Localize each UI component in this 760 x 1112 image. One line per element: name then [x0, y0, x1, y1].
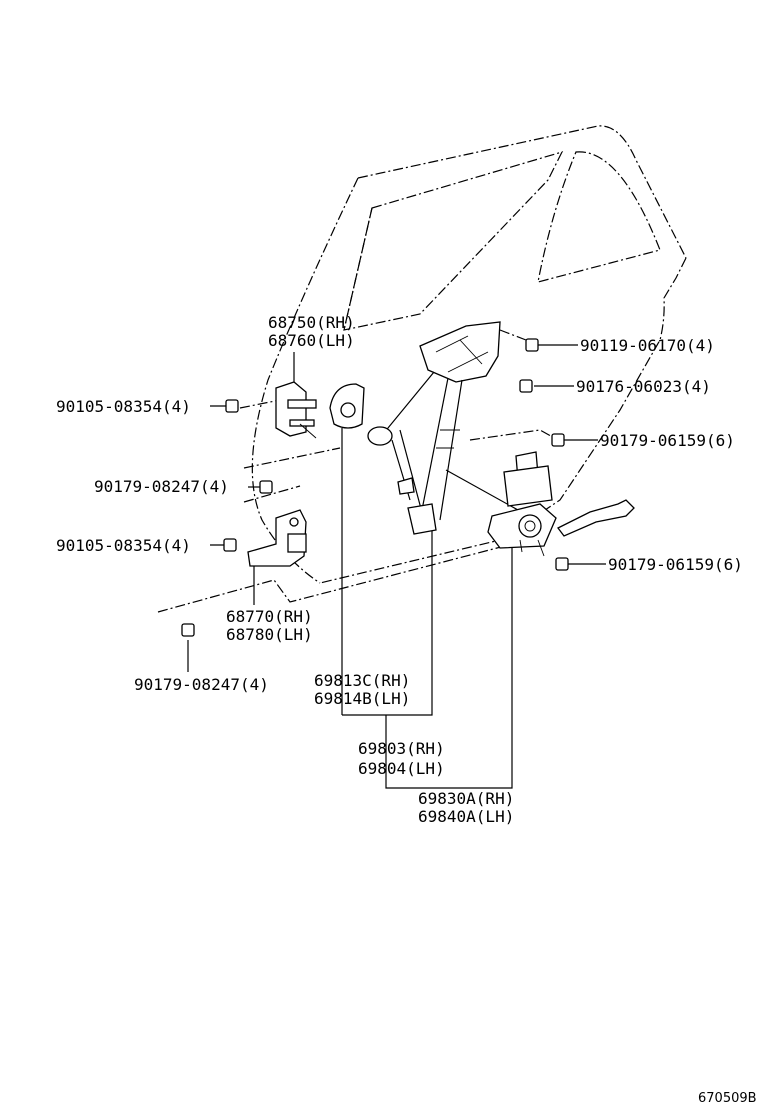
label-regulator-lh: 69804(LH)	[358, 759, 445, 778]
label-hinge-lower-rh: 68770(RH)	[226, 607, 313, 626]
label-nut-motor: 90179-06159(6)	[608, 555, 743, 574]
label-motor-rh: 69830A(RH)	[418, 789, 514, 808]
upper-hinge	[275, 381, 317, 439]
label-nut-hinge-upper: 90179-08247(4)	[94, 477, 229, 496]
label-nut-regulator-b: 90179-06159(6)	[600, 431, 735, 450]
lower-hinge	[247, 509, 307, 567]
window-motor	[487, 451, 635, 557]
label-bolt-regulator: 90119-06170(4)	[580, 336, 715, 355]
part-labels: 68750(RH) 68760(LH) 90105-08354(4) 90179…	[56, 313, 757, 1106]
diagram-code: 670509B	[698, 1091, 757, 1106]
label-hinge-lower-lh: 68780(LH)	[226, 625, 313, 644]
label-bolt-hinge-upper: 90105-08354(4)	[56, 397, 191, 416]
label-motor-lh: 69840A(LH)	[418, 807, 514, 826]
fasteners	[181, 338, 569, 637]
leader-lines	[157, 329, 606, 789]
cover-plate	[329, 383, 365, 429]
label-cover-lh: 69814B(LH)	[314, 689, 410, 708]
label-hinge-upper-lh: 68760(LH)	[268, 331, 355, 350]
label-nut-regulator-a: 90176-06023(4)	[576, 377, 711, 396]
label-cover-rh: 69813C(RH)	[314, 671, 410, 690]
label-nut-hinge-lower: 90179-08247(4)	[134, 675, 269, 694]
label-hinge-upper-rh: 68750(RH)	[268, 313, 355, 332]
label-regulator-rh: 69803(RH)	[358, 739, 445, 758]
window-regulator	[367, 321, 519, 535]
label-bolt-hinge-lower: 90105-08354(4)	[56, 536, 191, 555]
